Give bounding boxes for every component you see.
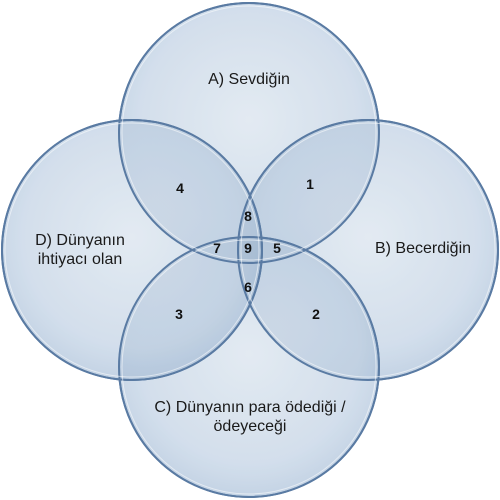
region-9: 9 (244, 240, 252, 256)
label-a: A) Sevdiğin (208, 71, 290, 88)
region-1: 1 (306, 176, 314, 192)
region-8: 8 (244, 208, 252, 224)
region-5: 5 (273, 240, 281, 256)
overlap-shading (2, 3, 498, 497)
circle-highlights (4, 5, 496, 495)
label-c-line1: C) Dünyanın para ödediği / (154, 399, 346, 416)
label-c-line2: ödeyeceği (213, 418, 287, 435)
label-d: D) Dünyanın ihtiyacı olan (20, 231, 140, 269)
label-d-line2: ihtiyacı olan (37, 251, 123, 268)
label-b: B) Becerdiğin (374, 240, 472, 257)
region-7: 7 (213, 240, 221, 256)
region-4: 4 (176, 180, 184, 196)
region-6: 6 (244, 279, 252, 295)
region-2: 2 (312, 306, 320, 322)
region-3: 3 (175, 306, 183, 322)
label-c: C) Dünyanın para ödediği / ödeyeceği (130, 398, 370, 436)
label-d-line1: D) Dünyanın (35, 232, 125, 249)
